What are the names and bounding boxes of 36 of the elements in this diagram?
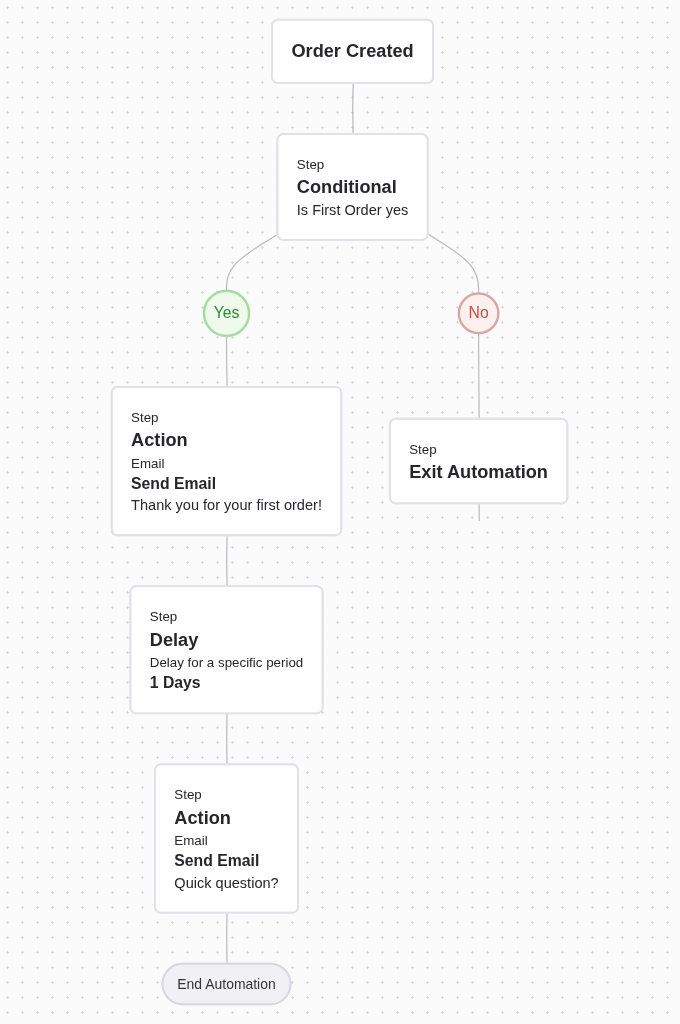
step-title: Conditional <box>297 175 398 197</box>
step-card <box>276 133 430 241</box>
step-title: Action <box>174 806 232 827</box>
detail-title: Send Email <box>131 474 217 493</box>
branch-circle <box>203 289 251 338</box>
step-title: Order Created <box>291 40 415 61</box>
connector-line <box>226 535 229 588</box>
step-card <box>129 585 324 715</box>
step-card <box>389 417 569 505</box>
connector-line <box>226 713 229 766</box>
step-title: Delay <box>150 628 199 649</box>
branch-label: No <box>469 303 490 323</box>
detail-text: Is First Order yes <box>297 201 409 219</box>
step-kind-label: Step <box>297 157 325 172</box>
end-label: End Automation <box>177 976 277 992</box>
step-type-label: Delay for a specific period <box>150 655 304 670</box>
end-pill <box>162 962 292 1006</box>
step-title: Exit Automation <box>409 460 549 482</box>
step-card <box>271 18 435 84</box>
branch-circle <box>458 292 501 335</box>
branch-label: Yes <box>214 303 240 323</box>
step-title: Action <box>131 428 189 450</box>
step-type-label: Email <box>174 833 209 848</box>
detail-text: Quick question? <box>174 874 280 892</box>
step-kind-label: Step <box>150 609 178 624</box>
step-kind-label: Step <box>174 787 203 802</box>
detail-text: Thank you for your first order! <box>131 497 323 514</box>
step-kind-label: Step <box>409 441 438 457</box>
connector-line <box>226 912 229 965</box>
step-card <box>111 385 343 537</box>
step-card <box>154 763 300 914</box>
step-kind-label: Step <box>131 409 159 425</box>
connector-line <box>479 503 481 522</box>
step-type-label: Email <box>131 455 165 471</box>
detail-title: 1 Days <box>150 673 202 693</box>
detail-title: Send Email <box>174 851 260 871</box>
